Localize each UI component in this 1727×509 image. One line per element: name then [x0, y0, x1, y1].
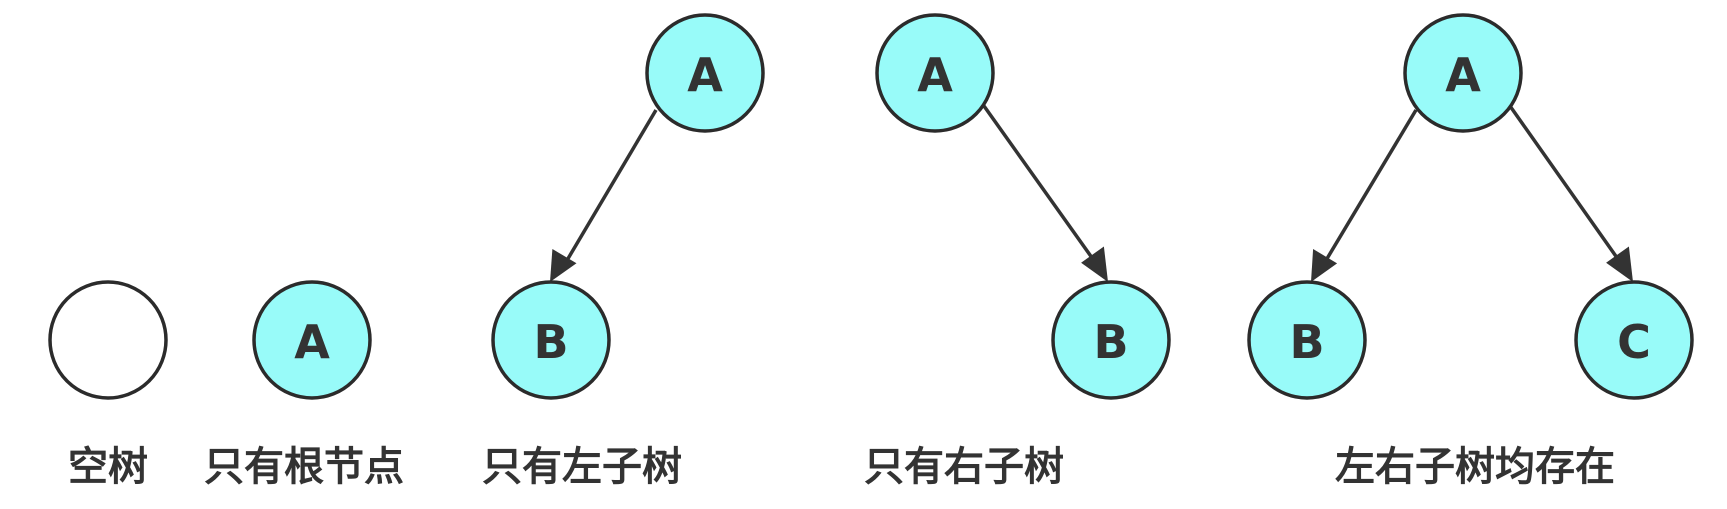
tree-empty: 空树 — [48, 280, 168, 490]
node-c — [1574, 280, 1694, 400]
node-a — [875, 13, 995, 133]
arrow-head-left — [1311, 249, 1338, 282]
node-b — [1051, 280, 1171, 400]
node-a — [645, 13, 765, 133]
node-b-label: B — [1289, 315, 1324, 369]
edge-a-to-c — [1508, 104, 1622, 264]
tree-left-only: A B 只有左子树 — [482, 13, 765, 490]
node-a-label: A — [687, 48, 723, 102]
node-b — [1247, 280, 1367, 400]
node-b-label: B — [1093, 315, 1128, 369]
node-a-label: A — [917, 48, 953, 102]
arrow-head-right — [1606, 246, 1633, 282]
empty-tree-node — [48, 280, 168, 400]
node-b-label: B — [533, 315, 568, 369]
tree-both-subtrees: A B C 左右子树均存在 — [1247, 13, 1694, 490]
caption-right-only: 只有右子树 — [864, 444, 1064, 490]
caption-empty-tree: 空树 — [68, 444, 148, 490]
edge-a-to-b — [564, 109, 658, 263]
tree-right-only: A B 只有右子树 — [864, 13, 1171, 490]
node-a — [1403, 13, 1523, 133]
arrow-head-right — [1081, 246, 1108, 282]
node-c-label: C — [1617, 315, 1651, 369]
edge-a-to-b — [1323, 109, 1418, 263]
caption-both-subtrees: 左右子树均存在 — [1335, 444, 1615, 490]
tree-root-only: A 只有根节点 — [204, 280, 404, 490]
arrow-head-left — [550, 249, 577, 282]
edge-a-to-b — [982, 104, 1097, 264]
node-a-label: A — [294, 315, 330, 369]
caption-root-only: 只有根节点 — [204, 444, 404, 490]
node-a-label: A — [1445, 48, 1481, 102]
caption-left-only: 只有左子树 — [482, 444, 682, 490]
node-a — [252, 280, 372, 400]
node-b — [491, 280, 611, 400]
